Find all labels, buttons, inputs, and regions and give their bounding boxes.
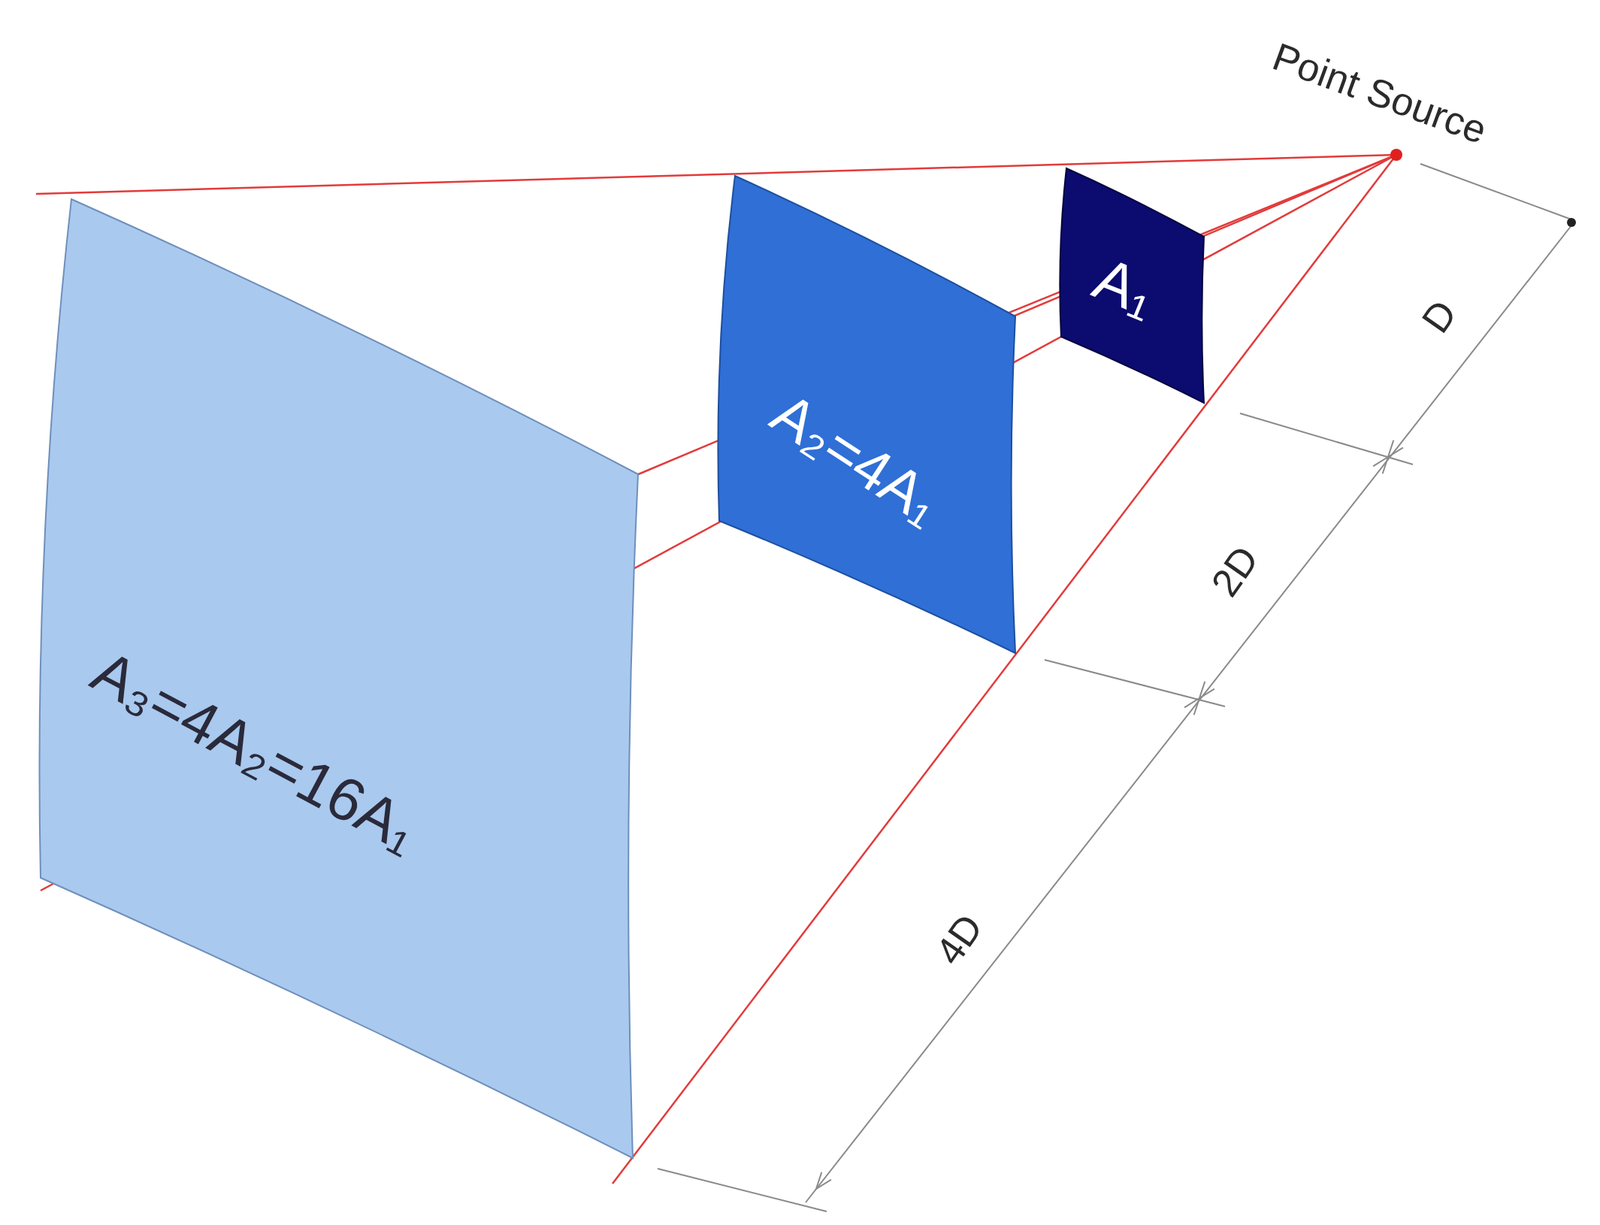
area-outline <box>39 199 639 1159</box>
light-ray <box>36 154 1397 194</box>
extension-line <box>657 1168 827 1212</box>
irradiated-area: A₃=4A₂=16A₁ <box>15 173 642 1162</box>
dimension-arrow <box>816 1172 832 1189</box>
irradiated-area: A₁ <box>1051 158 1207 406</box>
area-outline <box>717 175 1016 654</box>
dimension-arrow <box>1184 698 1200 715</box>
dimension-label: 2D <box>1201 535 1269 606</box>
dimension-dot <box>1566 217 1576 227</box>
dimension-label: 4D <box>925 904 993 974</box>
dimension-arrow <box>1199 681 1215 699</box>
extension-line <box>1420 163 1572 220</box>
area-shape <box>702 159 1019 657</box>
light-rays <box>36 154 1397 1184</box>
dimension-arrow <box>1373 456 1389 474</box>
area-outline <box>1059 168 1204 403</box>
dimension-lines <box>657 163 1572 1212</box>
dimension-arrow <box>1388 440 1404 457</box>
source-label: Point Source <box>1264 33 1495 152</box>
dimension-label: D <box>1412 290 1467 342</box>
irradiated-area: A₂=4A₁ <box>702 159 1019 657</box>
point-source-dot <box>1390 148 1403 161</box>
light-ray <box>612 154 1397 1184</box>
